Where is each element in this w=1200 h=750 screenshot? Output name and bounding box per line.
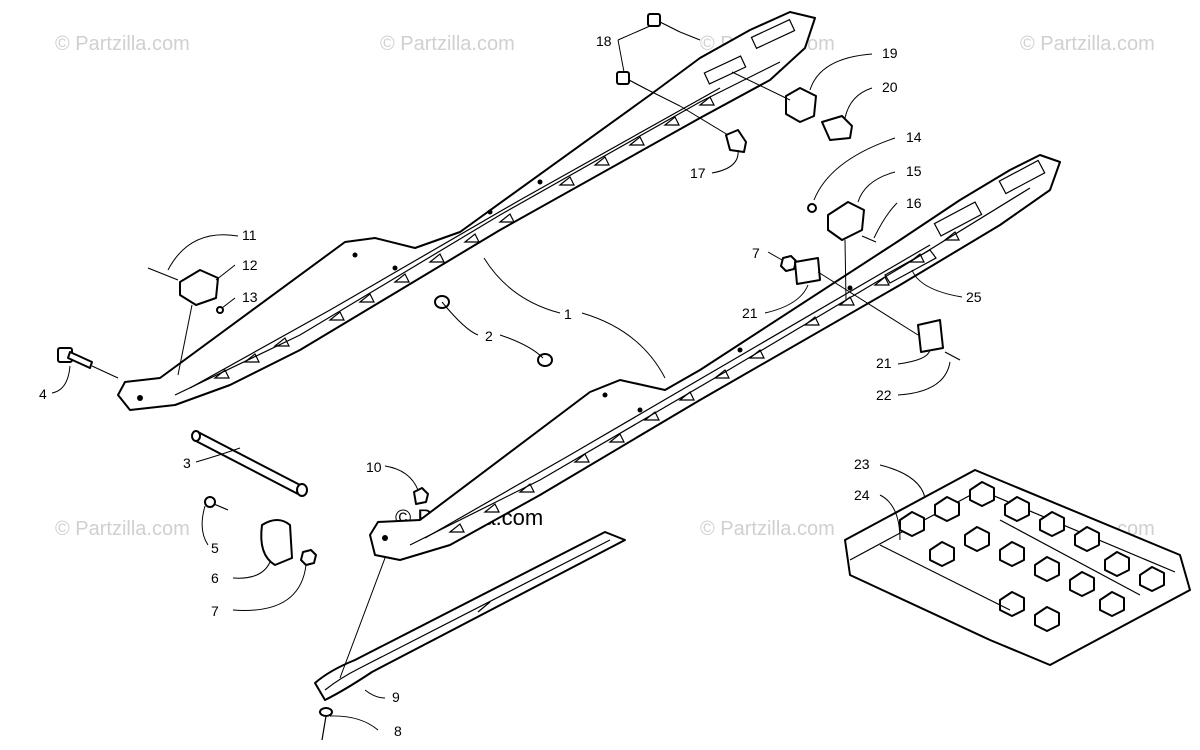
callout-1: 1 (564, 306, 572, 322)
clip-upper (794, 257, 821, 285)
callout-22: 22 (876, 387, 892, 403)
watermark-bottom-mid: © Partzilla.com (700, 518, 835, 540)
spacer-block (785, 87, 817, 123)
bolt-small (204, 496, 229, 511)
screw-slide (319, 707, 333, 741)
callout-6: 6 (211, 570, 219, 586)
bushing (725, 129, 747, 153)
rail-left (117, 11, 816, 411)
watermark-top-left: © Partzilla.com (55, 33, 190, 55)
plug (413, 487, 429, 505)
watermark-bottom-left: © Partzilla.com (55, 518, 190, 540)
callout-5: 5 (211, 540, 219, 556)
callout-25: 25 (966, 289, 982, 305)
screw-clip (944, 351, 961, 361)
track-section (844, 469, 1191, 666)
callout-21-upper: 21 (742, 305, 758, 321)
watermark-top-right: © Partzilla.com (1020, 33, 1155, 55)
slide-runner (314, 531, 626, 701)
callout-21-lower: 21 (876, 355, 892, 371)
block-assembly-left (147, 267, 224, 314)
callout-17: 17 (690, 165, 706, 181)
spacer-cylinder (821, 115, 853, 141)
leader-lines (51, 25, 963, 731)
callout-13: 13 (242, 289, 258, 305)
callout-15: 15 (906, 163, 922, 179)
callout-14: 14 (906, 129, 922, 145)
callout-16: 16 (906, 195, 922, 211)
block-assembly-right (807, 201, 877, 243)
end-cap (260, 519, 293, 566)
nut-lower (300, 549, 317, 566)
callout-23: 23 (854, 456, 870, 472)
callout-18: 18 (596, 33, 612, 49)
callout-20: 20 (882, 79, 898, 95)
callout-10: 10 (366, 459, 382, 475)
callout-24: 24 (854, 487, 870, 503)
callout-3: 3 (183, 455, 191, 471)
callout-7-lower: 7 (211, 603, 219, 619)
callout-8: 8 (394, 723, 402, 739)
decal (884, 249, 937, 284)
rail-right (369, 154, 1061, 561)
callouts: 1 2 3 4 5 6 7 7 7 8 9 10 11 12 13 14 15 … (39, 33, 982, 739)
callout-9: 9 (392, 689, 400, 705)
bolts-top (616, 13, 681, 91)
clip-lower (917, 319, 944, 353)
bolt-front-left (57, 347, 93, 369)
callout-2: 2 (485, 328, 493, 344)
callout-11: 11 (242, 227, 257, 243)
callout-4: 4 (39, 386, 47, 402)
callout-12: 12 (242, 257, 258, 273)
nut-upper (780, 255, 797, 272)
callout-19: 19 (882, 45, 898, 61)
axle (191, 430, 308, 497)
callout-7-upper: 7 (752, 245, 760, 261)
watermark-top-center: © Partzilla.com (380, 33, 515, 55)
